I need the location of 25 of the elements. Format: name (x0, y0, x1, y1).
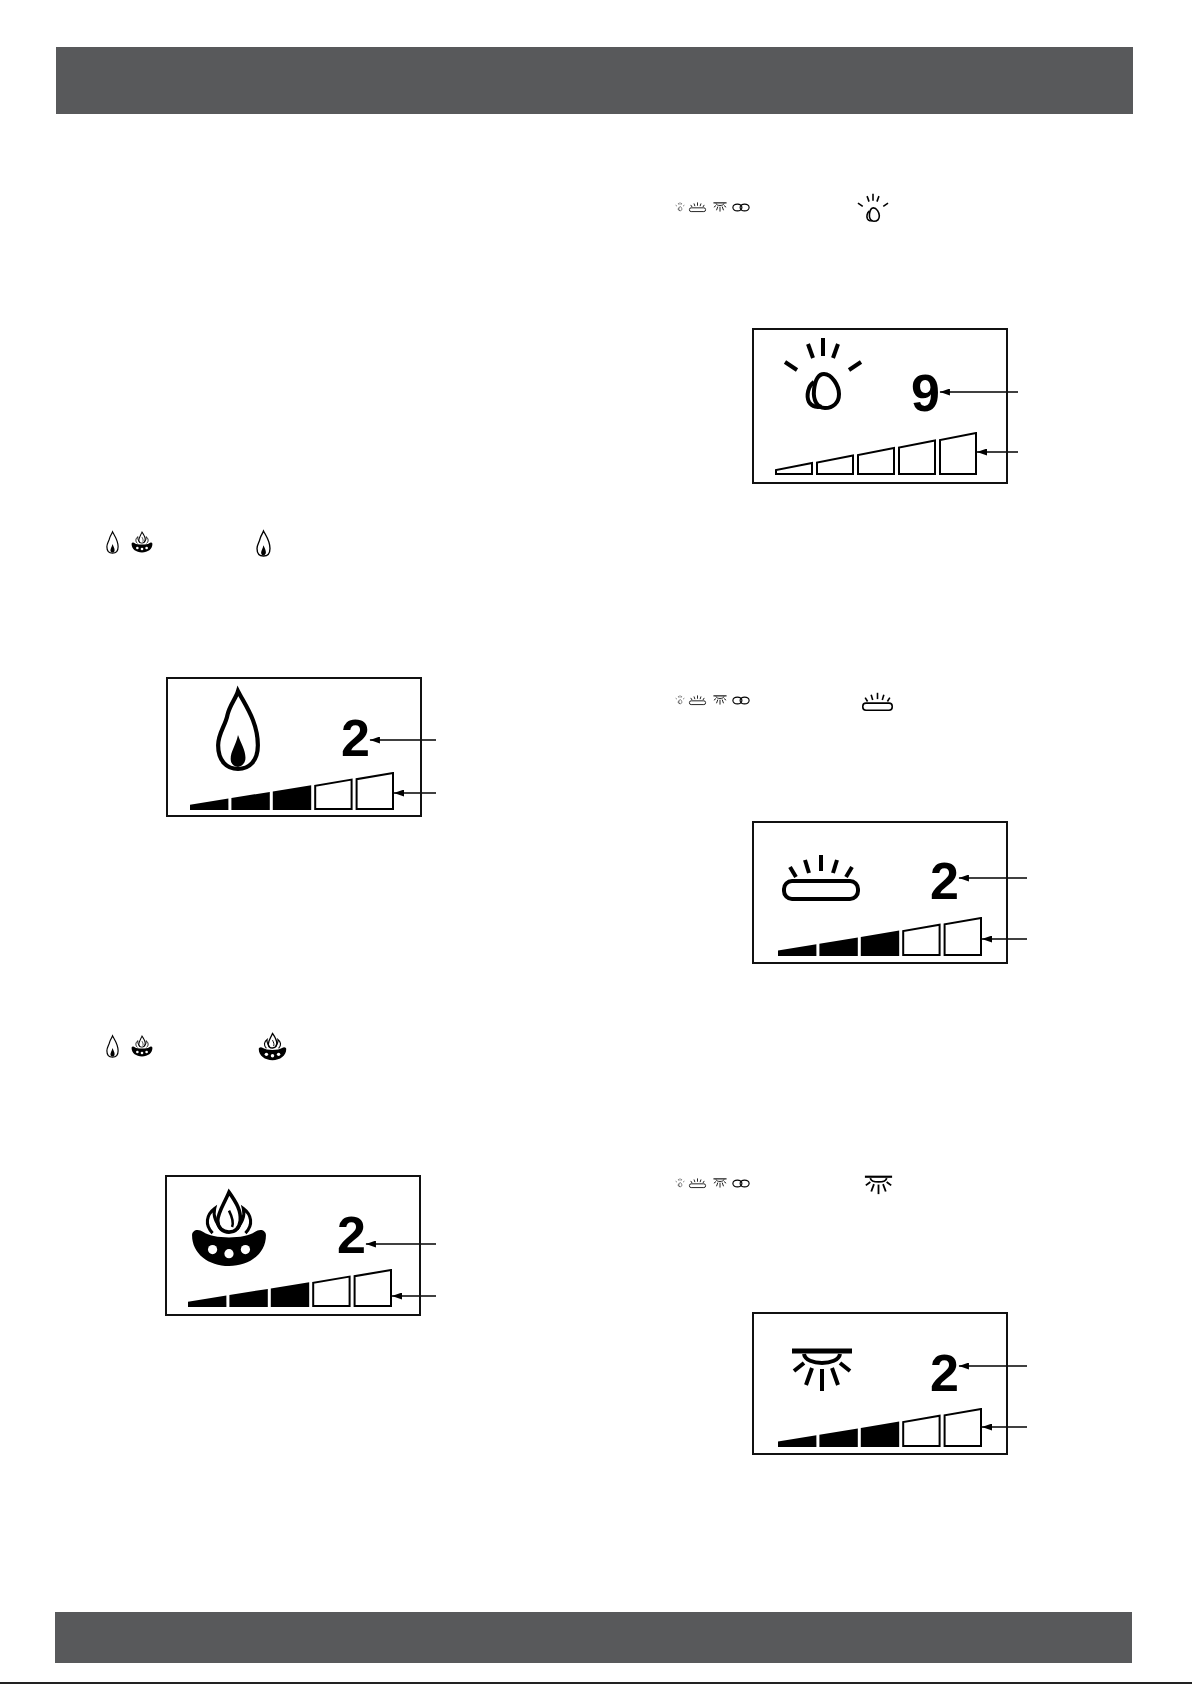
arrow (981, 935, 1028, 943)
arrow (981, 1423, 1028, 1431)
lcd-display (166, 677, 422, 817)
arrow (391, 1292, 437, 1300)
lcd-display (752, 821, 1008, 964)
level-bar-graph (778, 1408, 982, 1447)
level-number: 2 (930, 1352, 959, 1394)
lcd-display (752, 328, 1008, 484)
arrow (958, 874, 1028, 882)
lcd-display (752, 1312, 1008, 1455)
level-number: 2 (337, 1214, 366, 1256)
arrow (393, 789, 437, 797)
level-bar-graph (778, 917, 982, 956)
lcd-display (165, 1175, 421, 1316)
arrow (369, 736, 437, 744)
level-number: 2 (930, 860, 959, 902)
arrow (958, 1362, 1028, 1370)
level-number: 2 (341, 717, 370, 759)
arrow (365, 1240, 437, 1248)
arrow (939, 388, 1019, 396)
level-bar-graph (190, 772, 394, 810)
level-number: 9 (911, 372, 940, 414)
level-bar-graph (775, 432, 977, 475)
level-bar-graph (188, 1269, 392, 1307)
arrow (976, 448, 1019, 456)
